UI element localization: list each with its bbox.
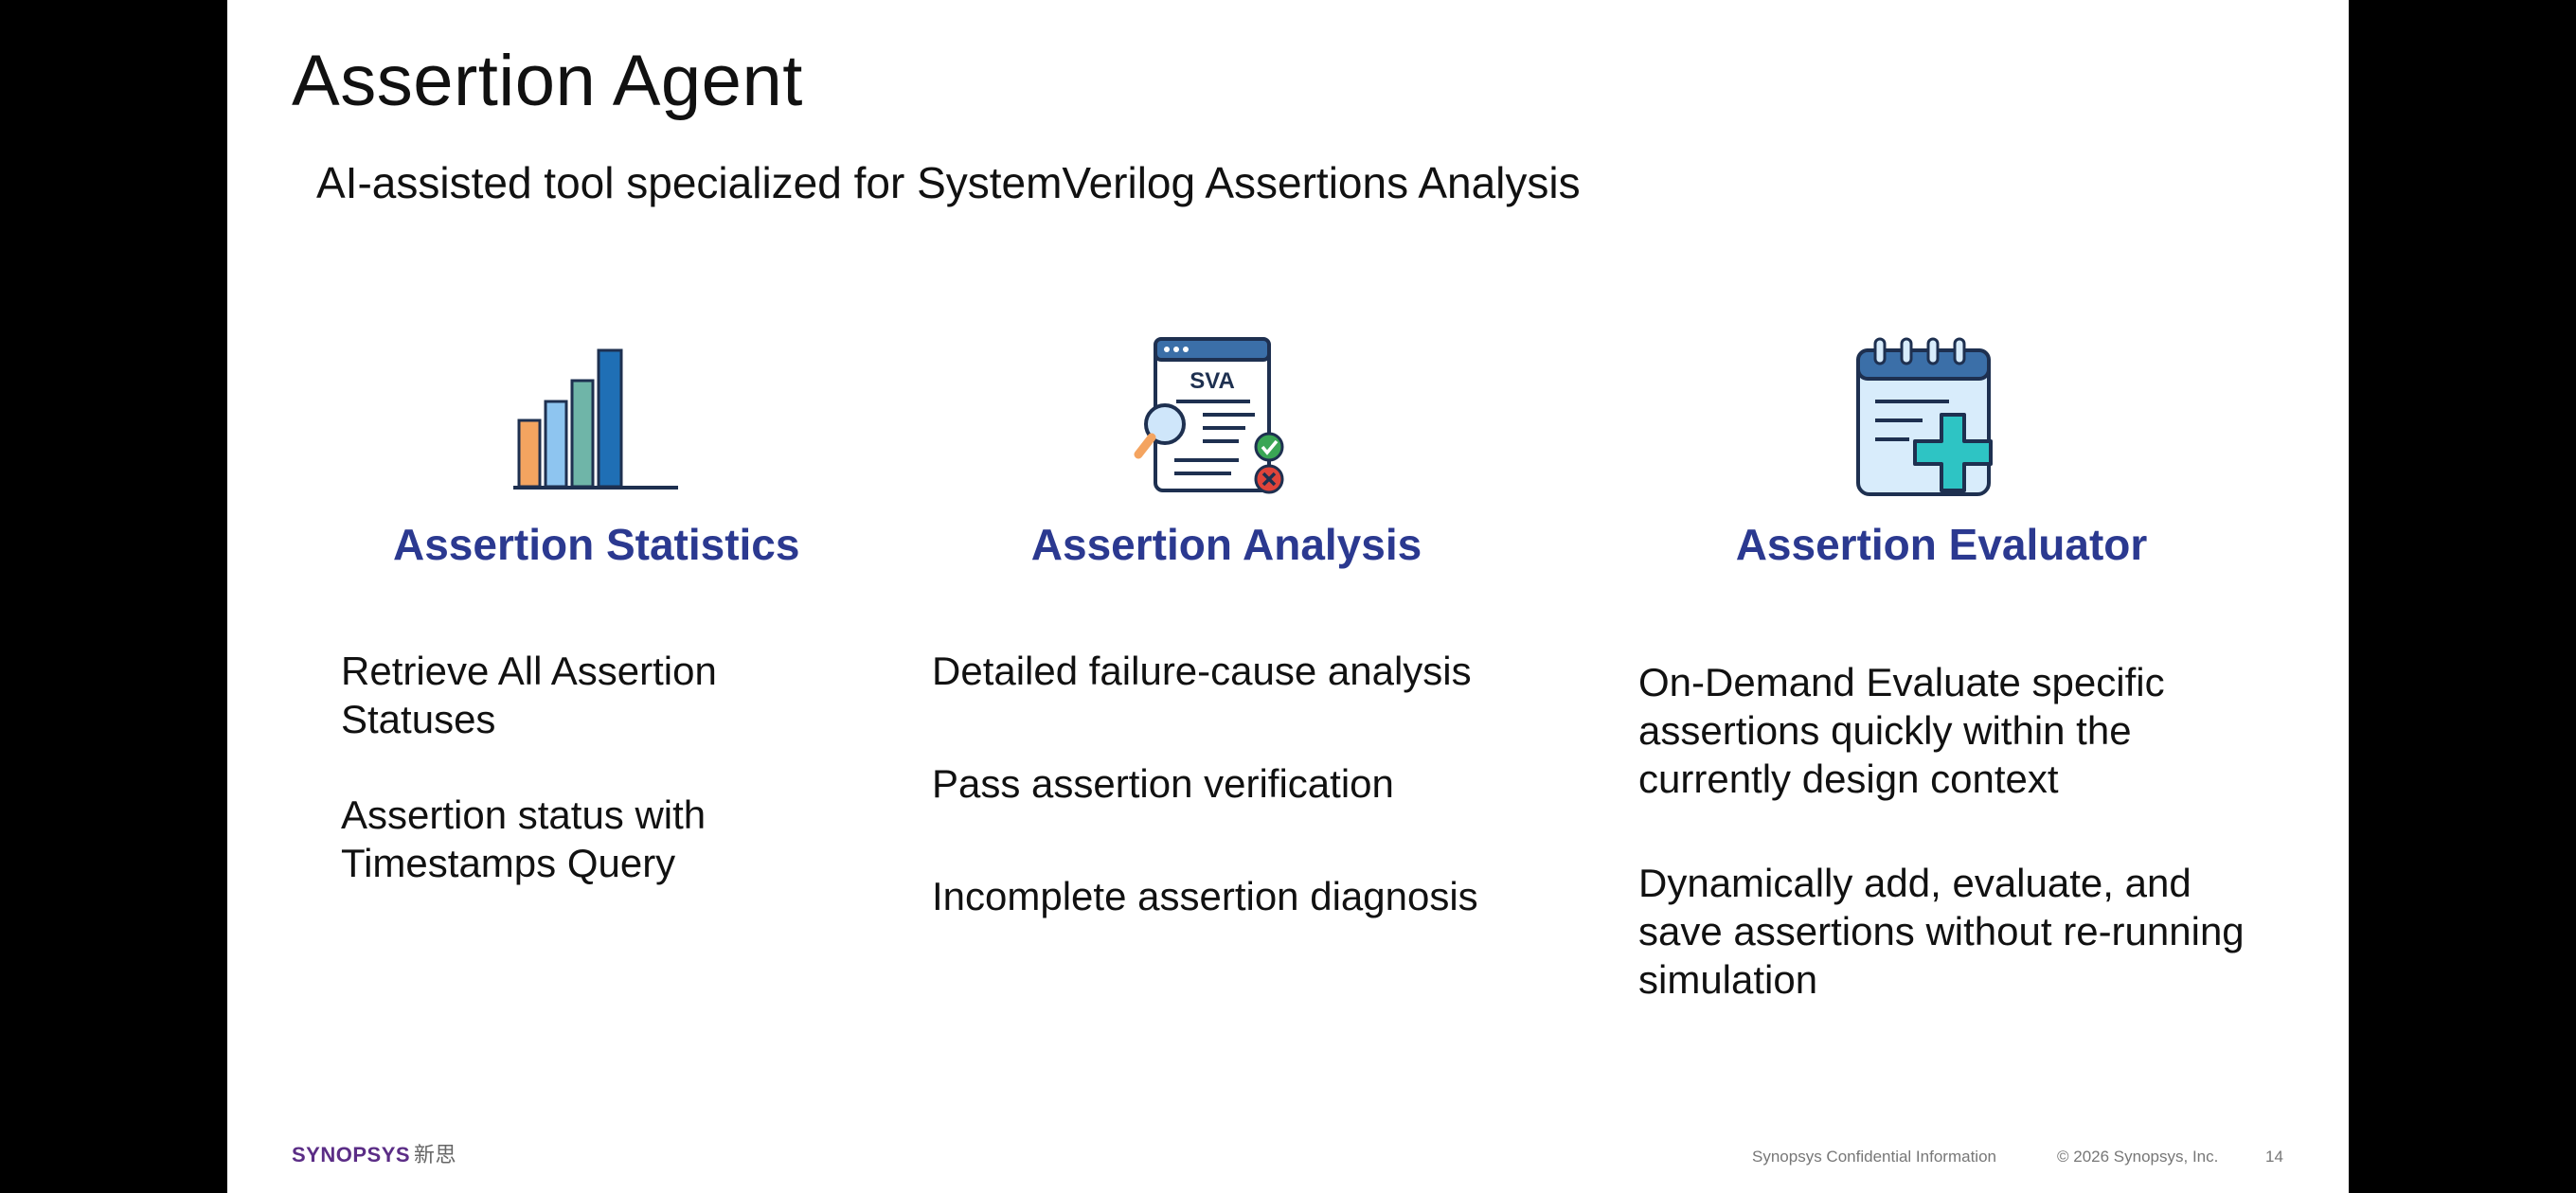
confidential-notice: Synopsys Confidential Information xyxy=(1752,1148,1996,1166)
bullet-failure-cause: Detailed failure-cause analysis xyxy=(932,649,1472,693)
bar-chart-icon xyxy=(513,348,678,490)
bullet-pass-verification: Pass assertion verification xyxy=(932,761,1394,806)
slide-subtitle: AI-assisted tool specialized for SystemV… xyxy=(316,158,1581,207)
heading-assertion-statistics: Assertion Statistics xyxy=(393,520,800,569)
copyright-notice: © 2026 Synopsys, Inc. xyxy=(2057,1148,2219,1166)
logo-cjk: 新思 xyxy=(414,1143,457,1166)
calendar-add-icon xyxy=(1856,337,1993,496)
bullet-incomplete-diagnosis: Incomplete assertion diagnosis xyxy=(932,874,1478,918)
bullet-on-demand-evaluate: On-Demand Evaluate specific assertions q… xyxy=(1638,660,2165,801)
bullet-dynamically-add: Dynamically add, evaluate, and save asse… xyxy=(1638,861,2245,1002)
sva-label: SVA xyxy=(1190,368,1235,394)
heading-assertion-evaluator: Assertion Evaluator xyxy=(1735,520,2148,569)
slide-title: Assertion Agent xyxy=(292,41,803,121)
heading-assertion-analysis: Assertion Analysis xyxy=(1030,520,1422,569)
slide: Assertion Agent AI-assisted tool special… xyxy=(227,0,2349,1193)
page-number: 14 xyxy=(2265,1148,2283,1166)
logo-text: SYNOPSYS xyxy=(292,1143,411,1166)
bullet-timestamps-query: Assertion status with Timestamps Query xyxy=(341,792,707,885)
sva-document-icon: SVA xyxy=(1134,337,1284,494)
bullet-retrieve-statuses: Retrieve All Assertion Statuses xyxy=(341,649,717,741)
